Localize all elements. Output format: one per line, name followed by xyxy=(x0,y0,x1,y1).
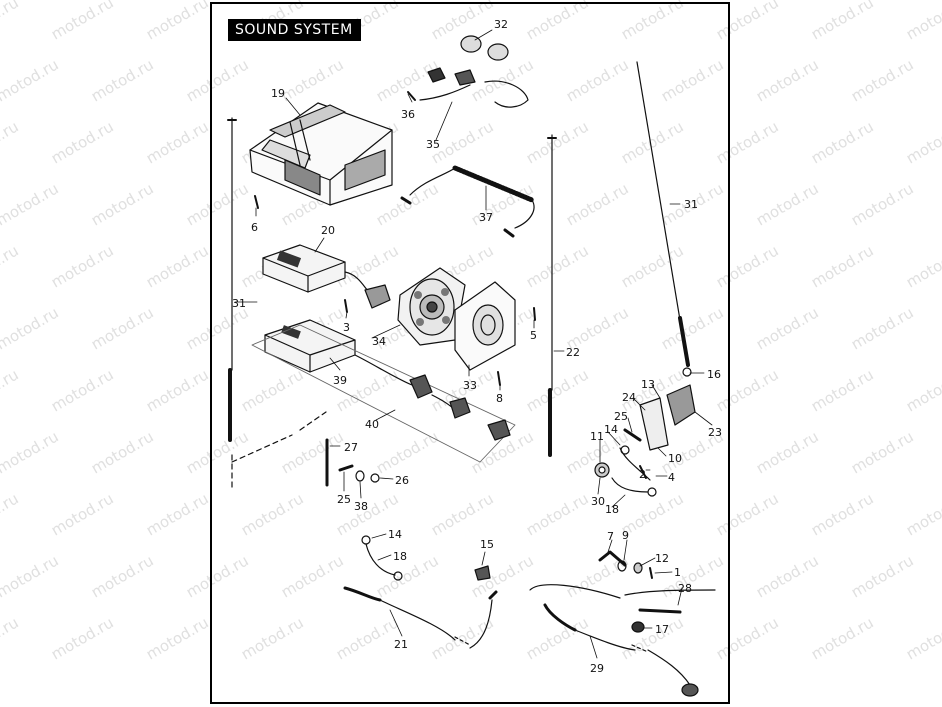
callout-label: 30 xyxy=(591,495,605,508)
callout-label: 35 xyxy=(426,138,440,151)
callout-label: 6 xyxy=(251,221,258,234)
amplifier-39 xyxy=(264,319,356,373)
screw-6 xyxy=(254,195,259,209)
cable-29 xyxy=(529,584,699,697)
callout-label: 31 xyxy=(232,297,246,310)
cable-21 xyxy=(343,586,498,649)
callout-label: 40 xyxy=(365,418,379,431)
callout-label: 29 xyxy=(590,662,604,675)
callout-label: 32 xyxy=(494,18,508,31)
callout-label: 13 xyxy=(641,378,655,391)
antenna-center-22 xyxy=(547,134,557,457)
callout-label: 25 xyxy=(337,493,351,506)
speaker-housing-33 xyxy=(454,281,516,371)
harness-40 xyxy=(251,324,516,463)
callout-label: 14 xyxy=(604,423,618,436)
callout-label: 20 xyxy=(321,224,335,237)
screw-5 xyxy=(533,307,536,321)
radio-unit xyxy=(249,102,393,206)
callout-label: 4 xyxy=(668,471,675,484)
callout-label: 17 xyxy=(655,623,669,636)
callout-label: 34 xyxy=(372,335,386,348)
callout-label: 24 xyxy=(622,391,636,404)
callout-label: 1 xyxy=(674,566,681,579)
coiled-cord-37 xyxy=(400,165,535,238)
module-20 xyxy=(262,244,391,309)
screw-3 xyxy=(344,299,348,313)
bracket-hardware xyxy=(598,550,716,614)
callout-label: 37 xyxy=(479,211,493,224)
callout-label: 15 xyxy=(480,538,494,551)
antenna-mount xyxy=(594,367,696,497)
clip-15 xyxy=(474,565,491,581)
leader-dashed xyxy=(231,411,327,491)
antenna-left-31 xyxy=(227,117,237,442)
callout-label: 26 xyxy=(395,474,409,487)
callout-label: 18 xyxy=(605,503,619,516)
callout-label: 9 xyxy=(622,529,629,542)
callout-label: 3 xyxy=(343,321,350,334)
headset-jacks xyxy=(407,35,529,108)
callout-label: 38 xyxy=(354,500,368,513)
callout-label: 23 xyxy=(708,426,722,439)
callout-label: 5 xyxy=(530,329,537,342)
screw-8 xyxy=(497,371,501,386)
callout-label: 11 xyxy=(590,430,604,443)
callout-label: 31 xyxy=(684,198,698,211)
leader-lines xyxy=(234,29,713,659)
page-title: SOUND SYSTEM xyxy=(228,19,361,41)
callout-layer: 3235361963731203534332283940271613242523… xyxy=(232,18,722,675)
callout-label: 10 xyxy=(668,452,682,465)
callout-label: 2 xyxy=(639,468,646,481)
callout-label: 8 xyxy=(496,392,503,405)
callout-label: 16 xyxy=(707,368,721,381)
callout-label: 19 xyxy=(271,87,285,100)
callout-label: 12 xyxy=(655,552,669,565)
mount-hardware-left xyxy=(325,438,380,487)
callout-label: 36 xyxy=(401,108,415,121)
callout-label: 18 xyxy=(393,550,407,563)
callout-label: 27 xyxy=(344,441,358,454)
callout-label: 25 xyxy=(614,410,628,423)
callout-label: 28 xyxy=(678,582,692,595)
callout-label: 39 xyxy=(333,374,347,387)
speaker-34 xyxy=(397,267,466,346)
callout-label: 21 xyxy=(394,638,408,651)
callout-label: 22 xyxy=(566,346,580,359)
diagram-frame xyxy=(210,2,730,704)
callout-label: 14 xyxy=(388,528,402,541)
callout-label: 33 xyxy=(463,379,477,392)
ground-strap-left xyxy=(361,535,403,581)
callout-label: 7 xyxy=(607,530,614,543)
antenna-right-31 xyxy=(636,61,690,367)
